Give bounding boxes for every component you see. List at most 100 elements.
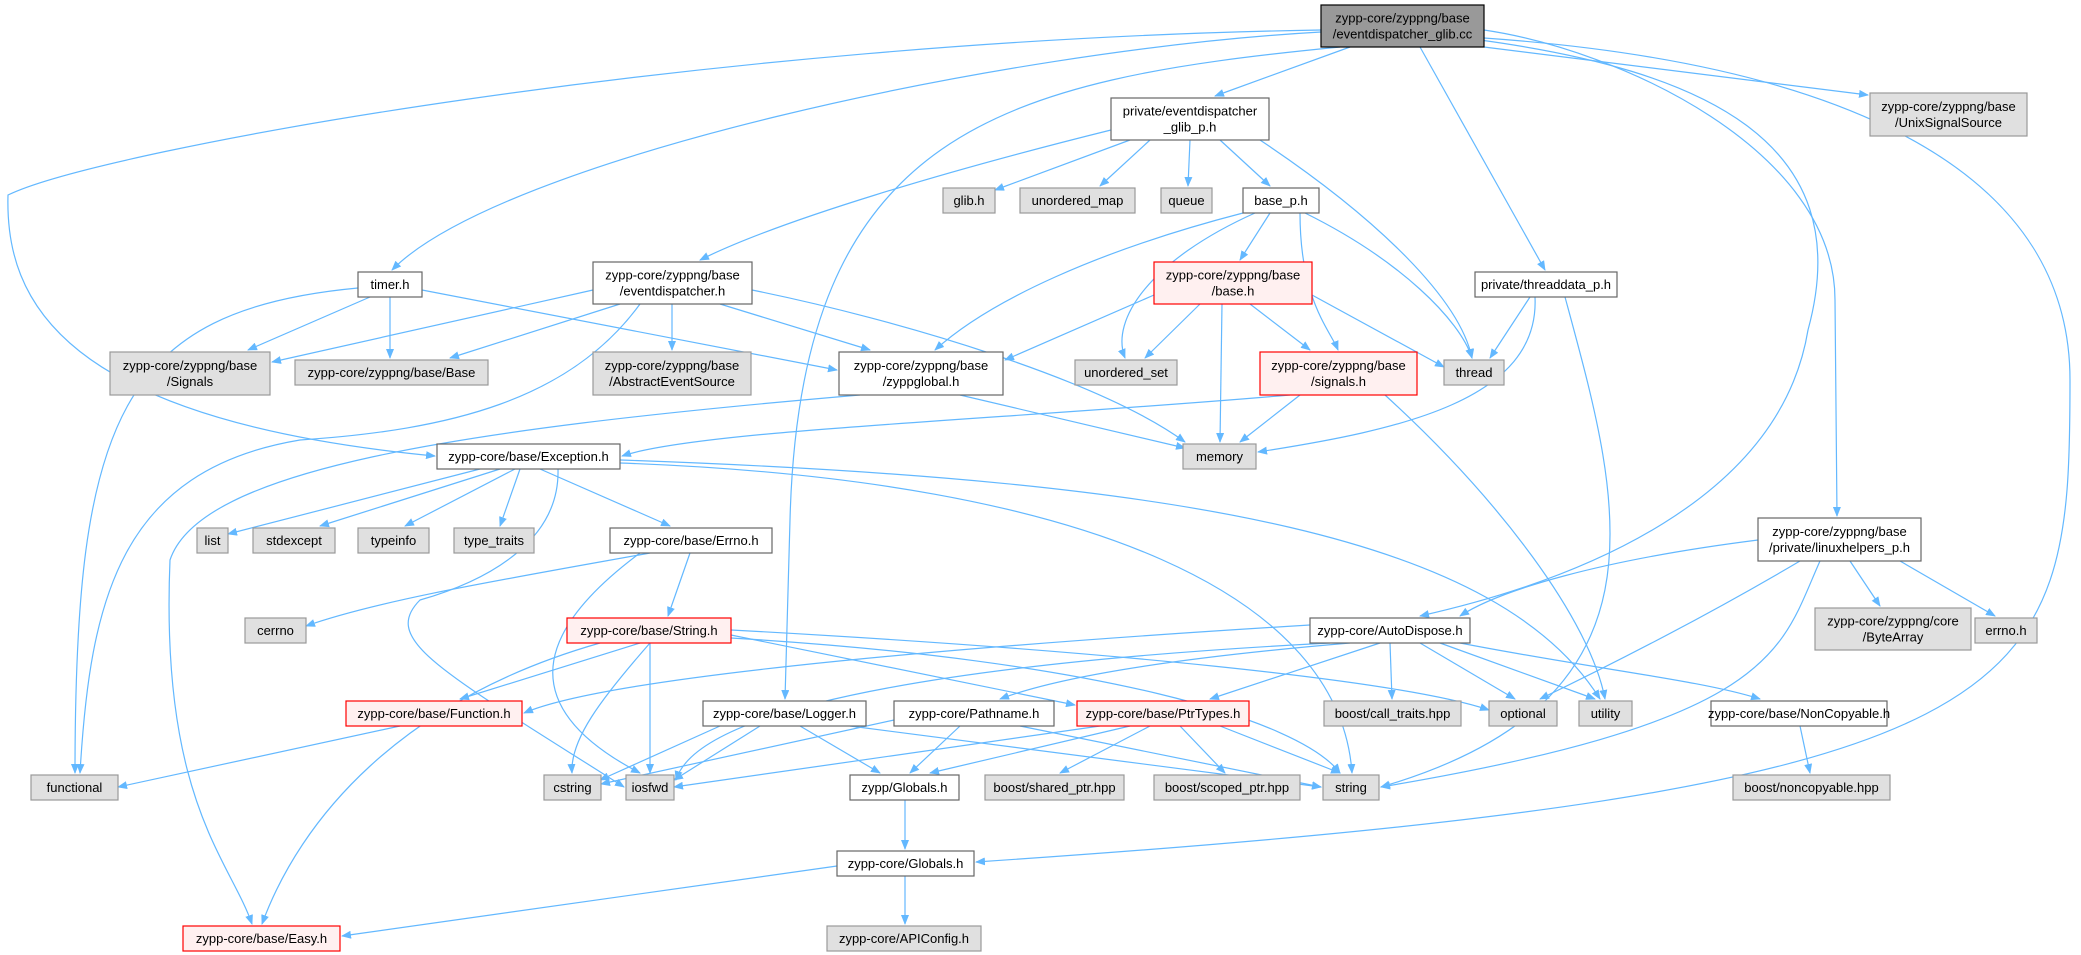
node-n25[interactable]: zypp-core/zyppng/base/private/linuxhelpe…	[1757, 517, 1922, 562]
edge-n14-to-n19	[959, 394, 1186, 450]
edge-n0-to-n2	[1483, 46, 1869, 98]
edge-n32-to-n40	[599, 725, 721, 781]
node-box	[1814, 607, 1972, 651]
node-n29: zypp-core/zyppng/core/ByteArray	[1814, 607, 1972, 651]
edge-n34-to-n42	[929, 725, 1131, 775]
node-n27[interactable]: zypp-core/base/String.h	[566, 617, 732, 644]
edge-n24-to-n26	[305, 552, 651, 627]
node-n2: zypp-core/zyppng/base/UnixSignalSource	[1869, 92, 2028, 137]
node-box	[826, 925, 982, 952]
node-box	[702, 700, 867, 727]
node-n32[interactable]: zypp-core/base/Logger.h	[702, 700, 867, 727]
node-label: boost/call_traits.hpp	[1335, 706, 1451, 721]
node-n42[interactable]: zypp/Globals.h	[849, 774, 960, 801]
edge-n27-to-n36	[730, 629, 1490, 711]
nodes-layer: zypp-core/zyppng/base/eventdispatcher_gl…	[30, 4, 2038, 952]
edge-n8-to-n11	[271, 289, 594, 364]
edge-n33-to-n40	[600, 719, 895, 786]
node-n41: iosfwd	[625, 774, 675, 801]
node-n47[interactable]: zypp-core/Globals.h	[836, 850, 975, 877]
node-n16[interactable]: zypp-core/zyppng/base/signals.h	[1259, 351, 1418, 396]
edge-n27-to-n45	[730, 637, 1341, 774]
node-box	[196, 527, 229, 554]
node-n12: zypp-core/zyppng/base/Base	[294, 359, 489, 386]
node-box	[252, 527, 336, 554]
node-n8[interactable]: zypp-core/zyppng/base/eventdispatcher.h	[592, 261, 753, 305]
node-n26: cerrno	[244, 617, 307, 644]
node-n34[interactable]: zypp-core/base/PtrTypes.h	[1076, 700, 1250, 727]
node-label: errno.h	[1985, 623, 2026, 638]
node-box	[1488, 700, 1558, 727]
node-label: /ByteArray	[1863, 630, 1924, 645]
node-label: cstring	[553, 780, 591, 795]
node-box	[1076, 700, 1250, 727]
node-box	[345, 700, 523, 727]
node-label: typeinfo	[371, 533, 417, 548]
node-n36: optional	[1488, 700, 1558, 727]
edge-n25-to-n29	[1849, 560, 1881, 607]
node-box	[1259, 351, 1418, 396]
edge-n8-to-n39	[76, 303, 641, 774]
edge-n1-to-n8	[699, 129, 1112, 261]
node-n0[interactable]: zypp-core/zyppng/base/eventdispatcher_gl…	[1320, 4, 1485, 48]
node-label: zypp-core/zyppng/base/Base	[308, 365, 476, 380]
edge-n7-to-n11	[247, 296, 371, 351]
node-label: zypp-core/base/Function.h	[357, 706, 510, 721]
node-n9[interactable]: zypp-core/zyppng/base/base.h	[1153, 261, 1313, 305]
edge-n27-to-n48	[261, 642, 601, 925]
node-label: unordered_map	[1032, 193, 1124, 208]
node-n48[interactable]: zypp-core/base/Easy.h	[182, 925, 341, 952]
node-label: zypp/Globals.h	[862, 780, 948, 795]
edge-n28-to-n31	[523, 624, 1311, 714]
node-box	[838, 351, 1004, 396]
node-n31[interactable]: zypp-core/base/Function.h	[345, 700, 523, 727]
edge-n34-to-n43	[1059, 725, 1151, 774]
edge-n1-to-n5	[1184, 139, 1193, 187]
node-label: zypp-core/zyppng/base	[123, 358, 257, 373]
node-n28[interactable]: zypp-core/AutoDispose.h	[1309, 617, 1471, 644]
node-box	[984, 774, 1125, 801]
edge-n6-to-n15	[1117, 212, 1256, 359]
node-n24[interactable]: zypp-core/base/Errno.h	[609, 527, 773, 554]
node-label: zypp-core/zyppng/core	[1827, 614, 1959, 629]
node-box	[592, 351, 752, 396]
node-n21: stdexcept	[252, 527, 336, 554]
node-box	[1110, 97, 1270, 141]
node-n14[interactable]: zypp-core/zyppng/base/zyppglobal.h	[838, 351, 1004, 396]
node-label: zypp-core/Globals.h	[848, 856, 964, 871]
node-box	[109, 351, 271, 396]
edge-n8-to-n12	[449, 303, 621, 360]
node-label: unordered_set	[1084, 365, 1168, 380]
edge-n1-to-n6	[1219, 139, 1271, 187]
node-n38[interactable]: zypp-core/base/NonCopyable.h	[1708, 700, 1890, 727]
edge-n24-to-n27	[667, 552, 691, 617]
edge-n0-to-n32	[781, 46, 1341, 700]
node-label: private/threaddata_p.h	[1481, 277, 1611, 292]
node-n1[interactable]: private/eventdispatcher_glib_p.h	[1110, 97, 1270, 141]
edge-n32-to-n42	[799, 725, 881, 774]
node-label: zypp-core/zyppng/base	[1772, 524, 1906, 539]
node-label: private/eventdispatcher	[1123, 104, 1258, 119]
node-label: utility	[1591, 706, 1621, 721]
edge-n10-to-n17	[1489, 296, 1531, 359]
edge-n0-to-n7	[391, 31, 1322, 271]
node-n10[interactable]: private/threaddata_p.h	[1474, 271, 1618, 298]
node-n6[interactable]: base_p.h	[1242, 187, 1320, 214]
node-n49: zypp-core/APIConfig.h	[826, 925, 982, 952]
edge-n34-to-n41	[673, 725, 1101, 790]
edge-n9-to-n15	[1144, 303, 1201, 359]
edge-n6-to-n9	[1239, 212, 1271, 261]
edge-n6-to-n16	[1299, 212, 1339, 351]
node-n7[interactable]: timer.h	[357, 271, 423, 298]
node-n45: string	[1322, 774, 1380, 801]
edge-n0-to-n28	[1419, 39, 1819, 618]
node-n33[interactable]: zypp-core/Pathname.h	[893, 700, 1055, 727]
node-label: zypp-core/Pathname.h	[909, 706, 1040, 721]
node-label: zypp-core/base/Easy.h	[196, 931, 327, 946]
node-n18[interactable]: zypp-core/base/Exception.h	[436, 443, 621, 470]
node-label: zypp-core/base/NonCopyable.h	[1708, 706, 1890, 721]
edge-n1-to-n17	[1259, 139, 1475, 359]
node-box	[566, 617, 732, 644]
edge-n9-to-n17	[1311, 294, 1445, 368]
node-box	[1153, 261, 1313, 305]
